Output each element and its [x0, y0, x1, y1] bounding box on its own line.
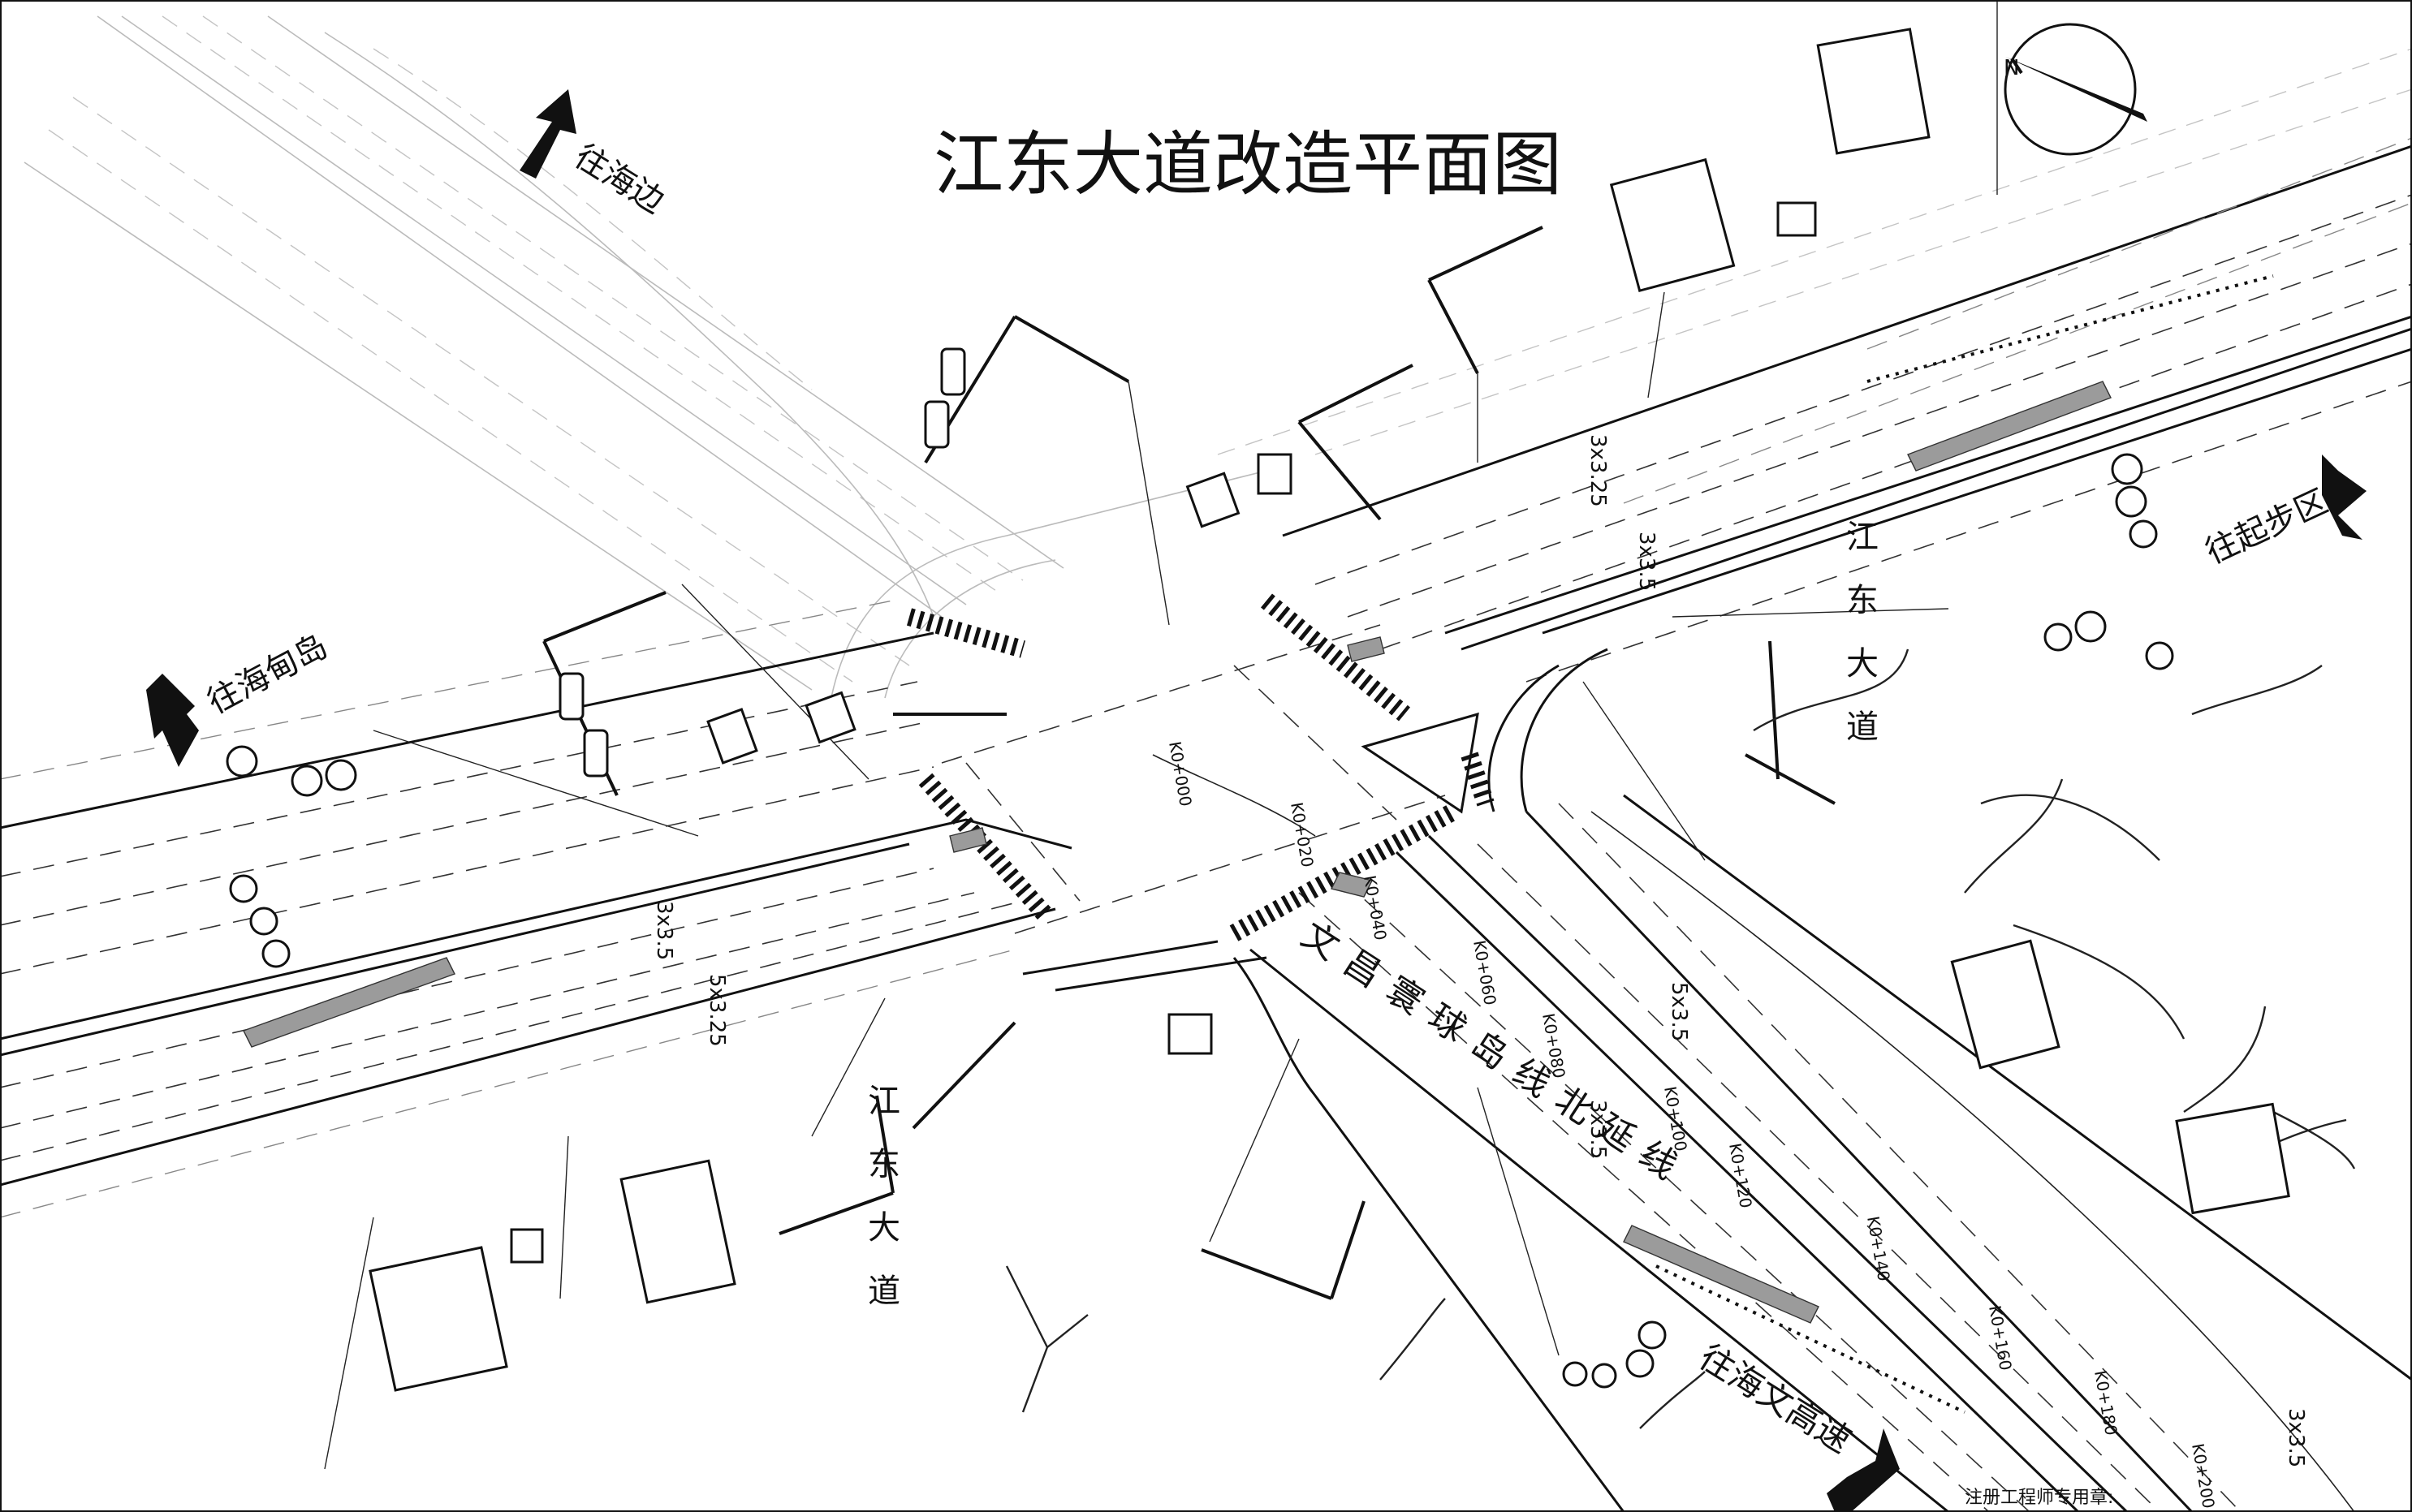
lane-dim-north-west: 3x3.5	[652, 901, 676, 960]
lane-dim-north-east: 3x3.25	[1586, 434, 1610, 507]
arrow-to-haibian-icon	[520, 89, 576, 179]
crosswalk-north	[1261, 593, 1410, 722]
lane-dim-far-southeast: 3x3.5	[2284, 1408, 2308, 1467]
small-sign-a	[1185, 472, 1241, 528]
signal-poles	[542, 226, 1836, 1300]
station-label: K0+040	[1360, 874, 1391, 942]
road-name-jiangdong-east: 江东大道	[1840, 519, 1878, 773]
small-sign-g	[1776, 201, 1817, 237]
small-sign-e	[1167, 1013, 1213, 1055]
station-labels: K0+000 K0+020 K0+040 K0+060 K0+080 K0+10…	[1165, 740, 2219, 1510]
lane-dim-connector-a: 5x3.5	[1667, 982, 1691, 1041]
lane-sign-east	[1950, 939, 2060, 1070]
connector-road-southeast	[1022, 274, 2412, 1512]
compass-north-letter: N	[2004, 56, 2019, 80]
label-to-haidian-island: 往海甸岛	[201, 627, 334, 722]
road-name-connector: 文昌寰球岛线北延线	[1294, 914, 1697, 1195]
station-label: K0+200	[2188, 1442, 2219, 1510]
small-sign-c	[706, 708, 758, 765]
street-lamps	[1005, 648, 2356, 1429]
arrow-to-haiwen-expressway-icon	[1827, 1428, 1900, 1512]
station-label: K0+180	[2091, 1369, 2121, 1437]
circular-signs	[226, 453, 2174, 1389]
label-to-haibian: 往海边	[568, 137, 671, 221]
station-label: K0+140	[1863, 1215, 1894, 1283]
station-label: K0+160	[1985, 1304, 2016, 1372]
station-label: K0+000	[1165, 740, 1196, 808]
stamp-label: 注册工程师专用章:	[1965, 1488, 2113, 1508]
leader-lines	[324, 0, 1998, 1470]
crosswalk-east	[1461, 752, 1495, 807]
crosswalk-south	[1229, 803, 1458, 941]
guide-sign-north	[1816, 28, 1931, 155]
existing-road-northwest	[24, 15, 1267, 715]
direction-arrows	[146, 89, 2367, 1512]
road-name-jiangdong-west: 江东大道	[862, 1083, 900, 1337]
guide-sign-southwest	[369, 1246, 508, 1392]
station-label: K0+020	[1287, 801, 1318, 869]
drawing-title: 江东大道改造平面图	[934, 124, 1562, 205]
guide-sign-east	[2175, 1102, 2290, 1215]
crosswalk-west	[918, 773, 1055, 924]
lane-sign-southwest	[619, 1159, 736, 1304]
crosswalk-northwest	[906, 608, 1026, 658]
small-sign-f	[510, 1228, 544, 1264]
arrow-to-qibu-district-icon	[2322, 454, 2367, 540]
sign-boards	[369, 28, 2290, 1392]
lane-dim-south-east: 3x3.5	[1634, 532, 1659, 591]
lane-dim-connector-b: 3x3.5	[1586, 1100, 1610, 1159]
small-sign-b	[1257, 453, 1292, 495]
jiangdong-avenue-main	[0, 48, 2412, 1218]
lane-dim-south-west: 5x3.25	[705, 974, 729, 1047]
compass-needle	[2005, 57, 2147, 122]
compass: N	[2004, 23, 2147, 156]
intersection	[906, 593, 1495, 941]
lane-sign-north	[1609, 157, 1736, 293]
label-to-haiwen-expressway: 往海文高速	[1693, 1337, 1858, 1461]
compass-ring	[2004, 23, 2137, 156]
arrow-to-haidian-island-icon	[146, 674, 199, 767]
label-to-qibu-district: 往起步区	[2200, 483, 2333, 571]
hatched-islands	[243, 381, 2112, 1324]
small-sign-d	[805, 691, 856, 744]
